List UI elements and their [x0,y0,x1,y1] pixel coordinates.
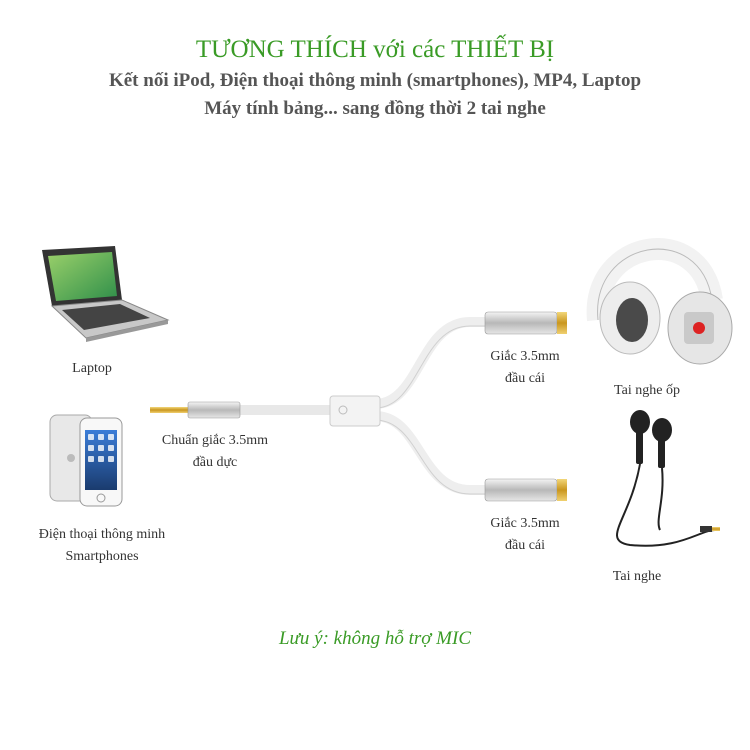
laptop-image [42,246,170,342]
male-plug-label-line-2: đầu dực [192,455,238,470]
female-jack-bottom [484,478,567,502]
male-plug-label: Chuẩn giắc 3.5mm đầu dực [140,430,290,474]
phone-label-line-1: Điện thoại thông minh [38,527,166,542]
smartphones-image [49,414,123,507]
note-no-mic: Lưu ý: không hỗ trợ MIC [278,628,471,649]
headphones-image [586,238,733,365]
splitter-cable [240,317,485,495]
female-jack-bottom-label: Giắc 3.5mm đầu cái [470,513,580,557]
female-jack-top-label-line-1: Giắc 3.5mm [490,349,560,364]
female-jack-top-label: Giắc 3.5mm đầu cái [470,346,580,390]
earphones-image [616,410,720,547]
female-jack-bottom-label-line-1: Giắc 3.5mm [490,516,560,531]
male-plug [150,401,241,419]
headphones-label: Tai nghe ốp [614,383,680,398]
phone-label: Điện thoại thông minh Smartphones [4,524,200,568]
female-jack-bottom-label-line-2: đầu cái [504,538,546,553]
subtitle-line-2: Máy tính bảng... sang đồng thời 2 tai ng… [204,98,546,119]
female-jack-top-label-line-2: đầu cái [504,371,546,386]
male-plug-label-line-1: Chuẩn giắc 3.5mm [161,433,269,448]
female-jack-top [484,311,567,335]
page-title: TƯƠNG THÍCH với các THIẾT BỊ [195,36,555,63]
laptop-label: Laptop [72,361,112,376]
phone-label-line-2: Smartphones [65,549,139,564]
subtitle-line-1: Kết nối iPod, Điện thoại thông minh (sma… [108,70,642,91]
earphones-label: Tai nghe [612,569,662,584]
